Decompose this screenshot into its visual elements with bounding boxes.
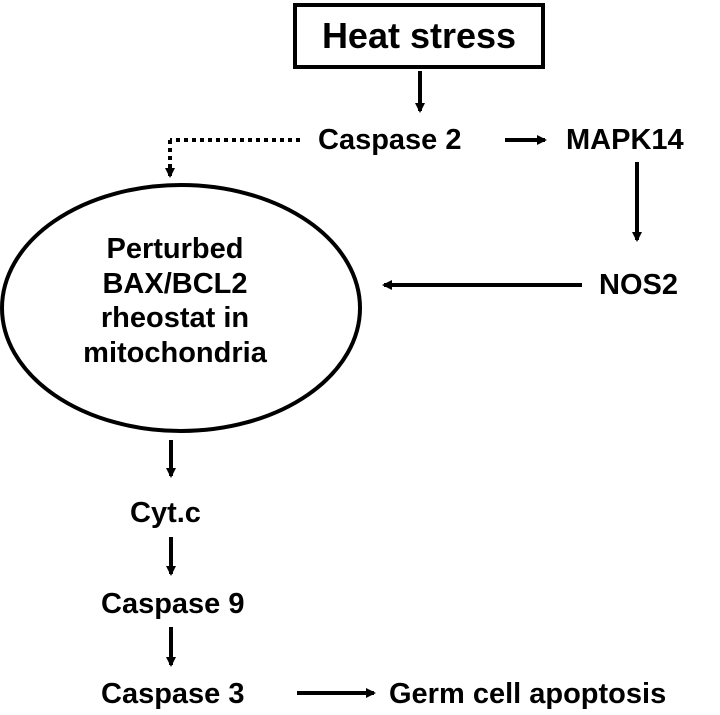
caspase9-label: Caspase 9 [101,588,245,620]
germ-cell-apoptosis-label: Germ cell apoptosis [389,678,667,710]
heat-stress-label: Heat stress [321,15,517,56]
mitochondria-line-3: rheostat in [100,302,250,334]
caspase3-label: Caspase 3 [101,678,245,710]
mitochondria-line-2: BAX/BCL2 [102,267,248,300]
mitochondria-line-1: Perturbed [106,233,244,265]
mitochondria-label: Perturbed BAX/BCL2 rheostat in mitochond… [40,232,310,370]
nos2-label: NOS2 [599,269,678,301]
mapk14-label: MAPK14 [566,124,684,156]
heat-stress-box: Heat stress [293,3,545,69]
caspase2-label: Caspase 2 [318,124,462,156]
mitochondria-ellipse [0,183,362,433]
cytc-label: Cyt.c [130,497,201,529]
mitochondria-line-4: mitochondria [83,336,267,369]
